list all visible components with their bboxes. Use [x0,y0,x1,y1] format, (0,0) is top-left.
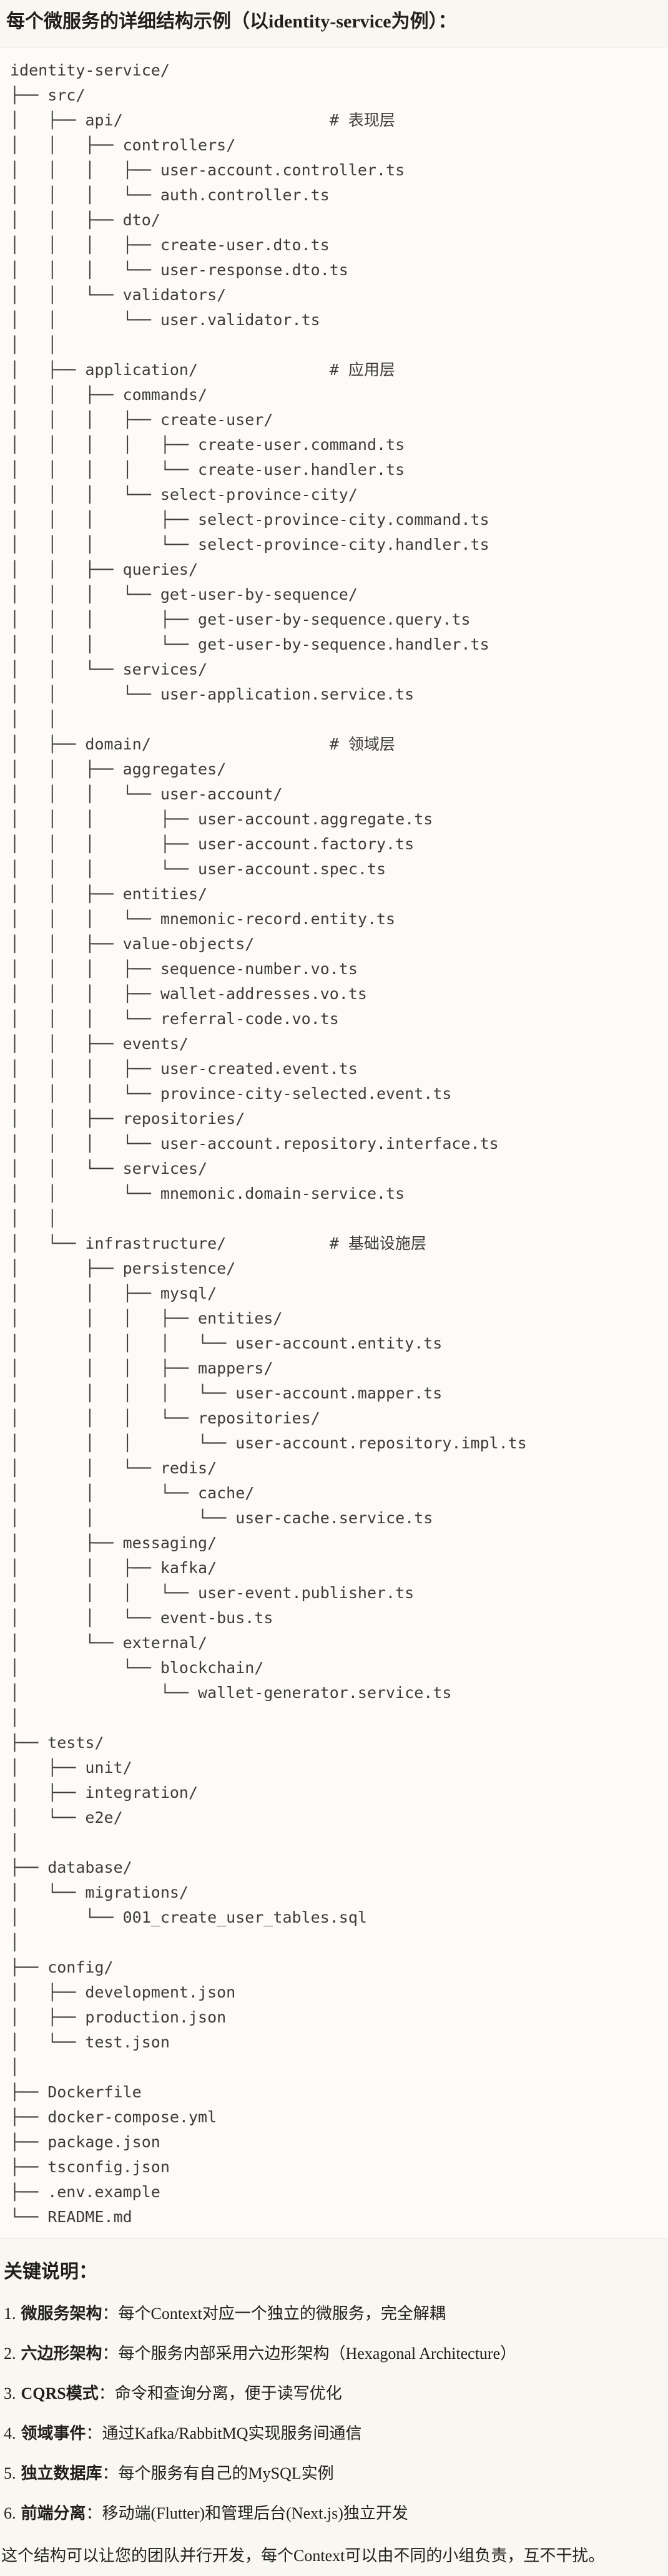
note-desc: ：命令和查询分离，便于读写优化 [98,2384,342,2403]
note-number: 1. [4,2304,16,2323]
notes-heading: 关键说明： [4,2261,97,2282]
note-item: 1. 微服务架构：每个Context对应一个独立的微服务，完全解耦 [4,2301,664,2326]
note-number: 5. [4,2464,16,2482]
page-title: 每个微服务的详细结构示例（以identity-service为例）： [6,11,457,32]
note-desc: ：移动端(Flutter)和管理后台(Next.js)独立开发 [86,2504,408,2522]
file-tree: identity-service/ ├── src/ │ ├── api/ # … [10,61,527,2226]
note-item: 3. CQRS模式：命令和查询分离，便于读写优化 [4,2381,664,2406]
note-number: 6. [4,2504,16,2522]
notes-list: 1. 微服务架构：每个Context对应一个独立的微服务，完全解耦 2. 六边形架构… [0,2301,668,2526]
note-desc: ：每个Context对应一个独立的微服务，完全解耦 [102,2304,446,2323]
note-term: 前端分离 [21,2504,86,2522]
note-desc: ：每个服务内部采用六边形架构（Hexagonal Architecture） [102,2344,517,2363]
note-desc: ：每个服务有自己的MySQL实例 [102,2464,334,2482]
note-item: 6. 前端分离：移动端(Flutter)和管理后台(Next.js)独立开发 [4,2501,664,2526]
file-tree-code-block: identity-service/ ├── src/ │ ├── api/ # … [0,47,668,2239]
note-term: 独立数据库 [21,2464,102,2482]
note-item: 2. 六边形架构：每个服务内部采用六边形架构（Hexagonal Architec… [4,2341,664,2366]
note-number: 4. [4,2424,16,2442]
note-item: 5. 独立数据库：每个服务有自己的MySQL实例 [4,2461,664,2486]
note-number: 3. [4,2384,16,2403]
note-term: 六边形架构 [21,2344,102,2363]
note-desc: ：通过Kafka/RabbitMQ实现服务间通信 [86,2424,362,2442]
note-term: CQRS模式 [21,2384,99,2403]
note-number: 2. [4,2344,16,2363]
note-item: 4. 领域事件：通过Kafka/RabbitMQ实现服务间通信 [4,2421,664,2446]
note-term: 领域事件 [21,2424,86,2442]
note-term: 微服务架构 [21,2304,102,2323]
footer-note: 这个结构可以让您的团队并行开发，每个Context可以由不同的小组负责，互不干扰… [1,2546,605,2565]
